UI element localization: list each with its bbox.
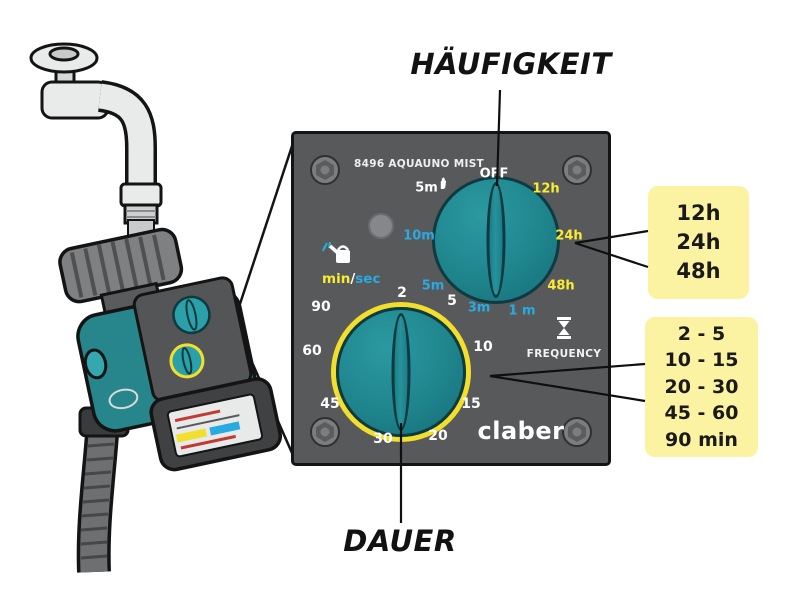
duration-legend: 2 - 5 10 - 15 20 - 30 45 - 60 90 min — [645, 317, 758, 457]
hand-icon — [440, 177, 446, 189]
freq-label-1m: 1 m — [508, 303, 536, 319]
mini-duration-dial — [169, 343, 205, 379]
freq-label-3m: 3m — [467, 300, 491, 316]
freq-label-off: OFF — [479, 166, 509, 182]
frequency-dial[interactable] — [432, 176, 560, 304]
claber-logo: claber — [477, 417, 565, 445]
frequency-heading: HÄUFIGKEIT — [410, 47, 612, 81]
duration-legend-line: 45 - 60 — [664, 402, 739, 425]
tap-handle-hub — [48, 46, 80, 62]
frequency-legend: 12h 24h 48h — [648, 186, 749, 299]
hose — [76, 406, 130, 573]
dur-label-2: 2 — [397, 285, 407, 301]
freq-label-48h: 48h — [547, 278, 575, 294]
freq-label-24h: 24h — [555, 228, 583, 244]
hourglass-icon — [557, 317, 571, 339]
timer-device-illustration — [58, 227, 283, 472]
duration-dial-pointer — [391, 313, 411, 431]
watering-can-icon — [322, 241, 350, 263]
device-side-button — [83, 348, 108, 380]
screw-icon — [310, 155, 340, 185]
frequency-legend-line: 24h — [676, 230, 721, 254]
duration-legend-line: 2 - 5 — [677, 322, 726, 345]
frequency-legend-line: 12h — [676, 201, 721, 225]
duration-heading: DAUER — [343, 524, 457, 558]
device-sticker — [166, 393, 264, 458]
duration-dial[interactable] — [336, 307, 466, 437]
screw-icon — [562, 417, 592, 447]
dur-label-5: 5 — [447, 293, 457, 309]
dur-label-90: 90 — [311, 299, 331, 315]
timer-faceplate: 8496 AQUAUNO MIST OFF 5m 12h 24h 48h 1 m… — [291, 131, 611, 466]
dur-label-30: 30 — [373, 431, 393, 447]
freq-label-manual-5m: 5m — [415, 177, 449, 196]
min-sec-label: min/sec — [322, 271, 381, 287]
model-label: 8496 AQUAUNO MIST — [354, 158, 485, 170]
dur-label-20: 20 — [428, 428, 448, 444]
freq-label-5m: 5m — [421, 278, 445, 294]
dur-label-60: 60 — [302, 343, 322, 359]
screw-icon — [310, 417, 340, 447]
screw-icon — [562, 155, 592, 185]
duration-legend-line: 20 - 30 — [664, 375, 739, 398]
duration-legend-line: 10 - 15 — [664, 349, 739, 372]
frequency-caption: FREQUENCY — [526, 348, 602, 360]
sec-label: sec — [355, 271, 381, 287]
dur-label-45: 45 — [320, 396, 340, 412]
round-button[interactable] — [368, 213, 394, 239]
duration-legend-line: 90 min — [665, 428, 738, 451]
frequency-dial-pointer — [486, 182, 506, 298]
freq-label-10m: 10m — [403, 228, 435, 244]
mini-frequency-dial — [172, 295, 211, 335]
freq-label-12h: 12h — [532, 181, 560, 197]
faucet-illustration — [29, 42, 163, 239]
dur-label-15: 15 — [461, 396, 481, 412]
min-label: min — [322, 271, 351, 287]
dur-label-10: 10 — [473, 339, 493, 355]
frequency-legend-line: 48h — [676, 259, 721, 283]
